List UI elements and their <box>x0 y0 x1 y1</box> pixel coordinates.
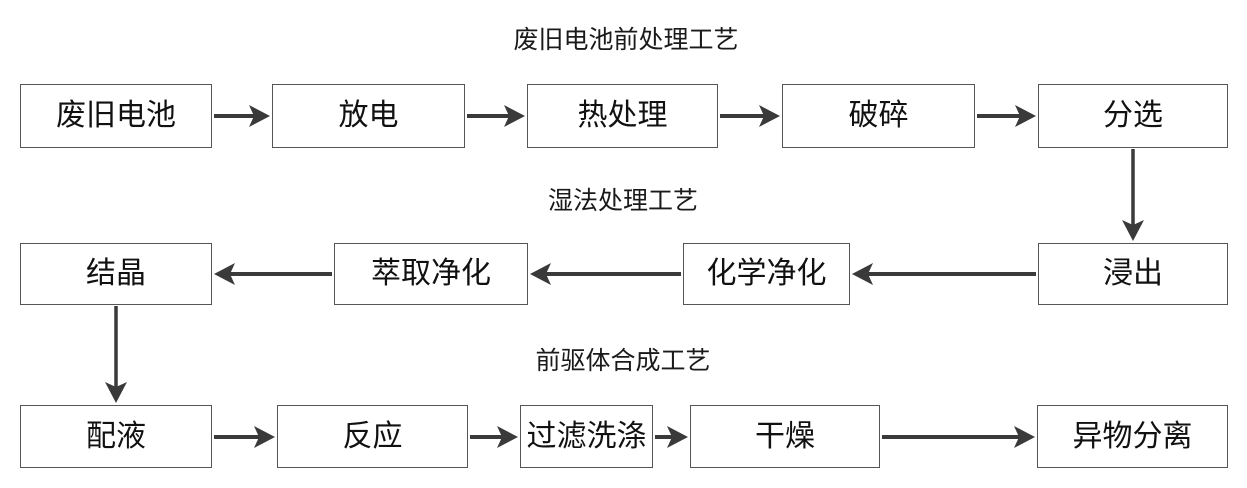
arrow-crystallization-to-solution-prep <box>105 306 127 403</box>
arrow-sorting-to-leaching <box>1122 149 1144 241</box>
process-node-label: 废旧电池 <box>56 99 176 132</box>
arrow-solution-prep-to-reaction <box>214 426 275 448</box>
process-node-label: 放电 <box>338 99 399 132</box>
process-node-sorting[interactable]: 分选 <box>1038 84 1228 148</box>
process-node-reaction[interactable]: 反应 <box>277 405 468 468</box>
process-node-label: 萃取净化 <box>371 257 491 290</box>
process-node-label: 异物分离 <box>1072 419 1193 453</box>
process-node-solvent-extract[interactable]: 萃取净化 <box>334 243 528 305</box>
process-node-solution-prep[interactable]: 配液 <box>20 405 212 468</box>
process-node-label: 热处理 <box>577 99 668 132</box>
process-node-filter-wash[interactable]: 过滤洗涤 <box>520 405 653 468</box>
process-node-label: 破碎 <box>848 99 909 132</box>
process-node-leaching[interactable]: 浸出 <box>1038 243 1228 305</box>
process-node-label: 浸出 <box>1103 257 1163 290</box>
process-node-label: 分选 <box>1103 99 1163 132</box>
arrow-discharge-to-heat-treatment <box>467 105 525 127</box>
section-title-hydrometallurgy: 湿法处理工艺 <box>547 188 699 215</box>
process-node-heat-treatment[interactable]: 热处理 <box>527 84 718 148</box>
arrow-drying-to-foreign-sep <box>882 426 1035 448</box>
process-node-drying[interactable]: 干燥 <box>690 405 880 468</box>
section-title-precursor-synthesis: 前驱体合成工艺 <box>535 348 711 375</box>
arrow-reaction-to-filter-wash <box>470 426 518 448</box>
process-node-crushing[interactable]: 破碎 <box>782 84 975 148</box>
process-node-label: 配液 <box>86 419 146 453</box>
arrow-solvent-extract-to-crystallization <box>214 263 332 285</box>
process-node-foreign-sep[interactable]: 异物分离 <box>1037 405 1228 468</box>
process-node-chem-purify[interactable]: 化学净化 <box>683 243 850 305</box>
arrow-waste-battery-to-discharge <box>214 105 270 127</box>
arrow-crushing-to-sorting <box>977 105 1036 127</box>
process-node-discharge[interactable]: 放电 <box>272 84 465 148</box>
process-node-waste-battery[interactable]: 废旧电池 <box>20 84 212 148</box>
arrow-heat-treatment-to-crushing <box>720 105 780 127</box>
process-node-label: 干燥 <box>755 419 815 453</box>
arrow-filter-wash-to-drying <box>655 426 688 448</box>
process-node-label: 反应 <box>342 419 403 453</box>
section-title-pretreatment: 废旧电池前处理工艺 <box>513 27 739 54</box>
process-node-crystallization[interactable]: 结晶 <box>20 243 212 305</box>
process-node-label: 结晶 <box>86 257 146 290</box>
arrow-chem-purify-to-solvent-extract <box>530 263 681 285</box>
process-node-label: 过滤洗涤 <box>526 419 647 453</box>
arrow-leaching-to-chem-purify <box>852 263 1036 285</box>
process-node-label: 化学净化 <box>706 257 827 290</box>
